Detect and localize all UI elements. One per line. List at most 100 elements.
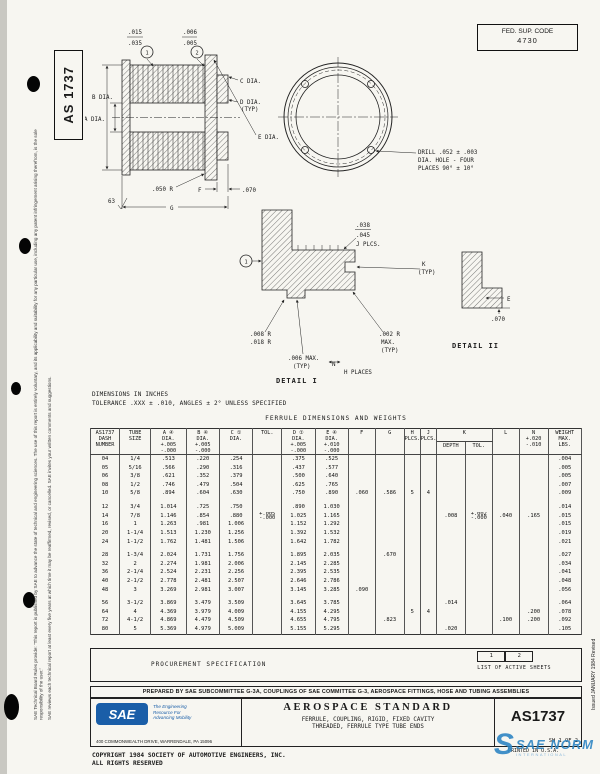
table-cell <box>518 624 549 634</box>
table-cell: 1.152 <box>281 520 316 529</box>
table-cell: .504 <box>218 480 254 490</box>
table-cell <box>464 502 493 512</box>
table-cell: .500 <box>281 472 316 481</box>
table-cell <box>374 585 405 595</box>
table-cell <box>374 528 405 538</box>
table-cell: .981 <box>185 520 220 529</box>
table-cell: +.005 -.000 <box>252 511 283 521</box>
table-cell <box>403 511 421 521</box>
table-cell: .200 <box>518 607 549 617</box>
table-cell: 1.030 <box>314 502 349 512</box>
table-cell <box>403 568 421 577</box>
table-cell <box>435 528 466 538</box>
table-cell <box>403 528 421 538</box>
table-cell: 2.524 <box>150 568 187 577</box>
table-cell <box>518 463 549 473</box>
table-cell <box>435 520 466 529</box>
serrations-top <box>132 65 204 103</box>
fed-sup-code-label: FED. SUP. CODE <box>501 28 554 35</box>
table-cell <box>419 616 437 625</box>
table-cell <box>491 528 520 538</box>
table-cell <box>491 502 520 512</box>
table-gap-cell <box>547 594 583 600</box>
table-cell: .765 <box>314 480 349 490</box>
table-cell: 1.731 <box>185 551 220 560</box>
table-cell <box>252 528 283 538</box>
table-cell: .040 <box>491 511 520 521</box>
table-cell: 1/4 <box>118 454 152 464</box>
table-cell: 1.230 <box>185 528 220 538</box>
dim-002r: .002 R <box>379 332 400 338</box>
fed-sup-code-box: FED. SUP. CODE 4730 <box>477 24 578 51</box>
table-cell <box>435 607 466 617</box>
table-cell <box>419 511 437 521</box>
balloon-2-number: 2 <box>195 51 198 57</box>
table-cell: 1-1/2 <box>118 537 152 547</box>
prepared-by-banner: PREPARED BY SAE SUBCOMMITTEE G-3A, COUPL… <box>90 686 582 699</box>
table-cell: .894 <box>150 489 187 498</box>
k-dim-label: K <box>422 262 426 268</box>
table-cell: .078 <box>547 607 583 617</box>
table-cell <box>374 502 405 512</box>
tagline-line2: Resource For <box>153 709 181 715</box>
table-group-gap <box>90 546 583 552</box>
table-cell: 5.009 <box>218 624 254 634</box>
balloon-1-number: 1 <box>145 51 148 57</box>
table-cell: 4.655 <box>281 616 316 625</box>
table-cell <box>518 599 549 608</box>
table-cell: .014 <box>435 599 466 608</box>
table-cell: 4-1/2 <box>118 616 152 625</box>
table-cell: 08 <box>90 480 120 490</box>
table-cell <box>435 463 466 473</box>
table-cell <box>435 551 466 560</box>
table-cell: .165 <box>518 511 549 521</box>
table-col-header: B ④ DIA. +.005 -.000 <box>185 428 220 455</box>
table-cell: 1.981 <box>185 559 220 569</box>
table-cell <box>518 528 549 538</box>
table-cell <box>347 607 376 617</box>
table-cell <box>374 607 405 617</box>
table-col-header: G <box>374 428 405 455</box>
h-places-label: H PLACES <box>344 370 372 376</box>
dim-002r-typ: (TYP) <box>381 348 398 354</box>
table-cell <box>491 472 520 481</box>
table-cell <box>403 551 421 560</box>
table-cell: .379 <box>218 472 254 481</box>
table-cell <box>464 559 493 569</box>
table-cell <box>419 585 437 595</box>
table-cell: .027 <box>547 551 583 560</box>
table-cell: 3.785 <box>314 599 349 608</box>
table-cell: .009 <box>547 489 583 498</box>
table-cell <box>435 502 466 512</box>
dim-008r: .008 R <box>250 332 271 338</box>
document-number: AS1737 <box>510 708 566 725</box>
dim-070-detail2: .070 <box>491 317 505 323</box>
table-cell <box>252 489 283 498</box>
standard-title: FERRULE, COUPLING, RIGID, FIXED CAVITY T… <box>242 717 494 731</box>
table-cell <box>252 472 283 481</box>
k-typ-label: (TYP) <box>418 270 435 276</box>
registration-mark <box>19 238 31 254</box>
g-dim-label: G <box>170 206 174 212</box>
table-cell: .048 <box>547 576 583 586</box>
table-cell <box>491 489 520 498</box>
table-cell <box>419 568 437 577</box>
doc-code-box: AS 1737 <box>54 50 83 140</box>
table-group-gap <box>90 497 583 503</box>
procurement-spec-label: PROCUREMENT SPECIFICATION <box>151 661 267 668</box>
dim-stack2-top: .006 <box>183 30 197 36</box>
fed-sup-code-value: 4730 <box>517 36 538 45</box>
table-cell <box>374 599 405 608</box>
table-cell: .008 <box>435 511 466 521</box>
table-cell <box>403 624 421 634</box>
table-cell: .586 <box>374 489 405 498</box>
table-cell: 5.295 <box>314 624 349 634</box>
sheet-indicator: SH 1 OF 2 <box>548 738 578 744</box>
table-cell: 2.006 <box>218 559 254 569</box>
table-cell: 3.007 <box>218 585 254 595</box>
table-cell <box>518 568 549 577</box>
table-gap-cell <box>419 594 437 600</box>
table-cell: .525 <box>314 454 349 464</box>
dim-006-typ: (TYP) <box>293 364 310 370</box>
table-cell: .479 <box>185 480 220 490</box>
